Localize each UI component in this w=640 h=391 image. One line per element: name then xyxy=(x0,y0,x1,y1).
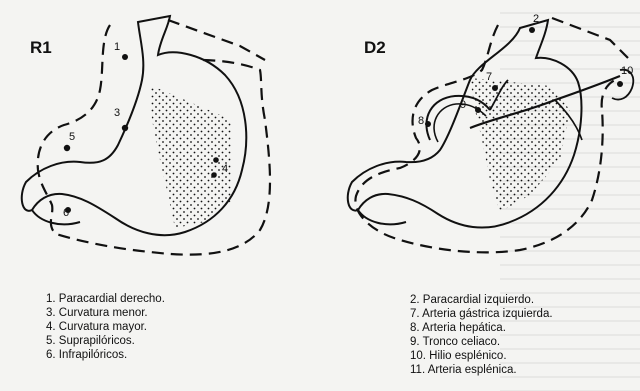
r1-legend-item: 4. Curvatura mayor. xyxy=(46,320,165,334)
d2-node-10 xyxy=(617,81,623,87)
d2-label-10: 10 xyxy=(621,65,633,77)
r1-label-5: 5 xyxy=(69,131,75,143)
d2-node-8 xyxy=(425,121,431,127)
d2-resected-area xyxy=(470,78,570,212)
r1-node-1 xyxy=(122,54,128,60)
d2-node-2 xyxy=(529,27,535,33)
r1-label-1: 1 xyxy=(114,41,120,53)
r1-label-3: 3 xyxy=(114,107,120,119)
d2-node-9 xyxy=(475,107,481,113)
r1-legend-item: 1. Paracardial derecho. xyxy=(46,292,165,306)
r1-legend-item: 5. Suprapilóricos. xyxy=(46,334,165,348)
d2-node-7 xyxy=(492,85,498,91)
r1-node-4b xyxy=(211,172,217,178)
r1-title: R1 xyxy=(30,38,52,58)
r1-legend: 1. Paracardial derecho. 3. Curvatura men… xyxy=(46,292,165,362)
d2-legend-item: 10. Hilio esplénico. xyxy=(410,349,553,363)
d2-legend: 2. Paracardial izquierdo. 7. Arteria gás… xyxy=(410,293,553,377)
r1-label-4: 4 xyxy=(222,163,228,175)
panel-r1: 1 3 5 6 4 R1 1. Paracardial derecho. 3. … xyxy=(0,0,320,391)
d2-dissection-boundary-top xyxy=(552,18,628,58)
r1-node-5 xyxy=(64,145,70,151)
d2-legend-item: 11. Arteria esplénica. xyxy=(410,363,553,377)
r1-resected-area xyxy=(150,85,232,228)
d2-legend-item: 8. Arteria hepática. xyxy=(410,321,553,335)
r1-legend-item: 6. Infrapilóricos. xyxy=(46,348,165,362)
d2-legend-item: 9. Tronco celiaco. xyxy=(410,335,553,349)
r1-duodenum xyxy=(32,210,80,224)
d2-legend-item: 7. Arteria gástrica izquierda. xyxy=(410,307,553,321)
panel-d2: 2 7 9 8 10 D2 2. Paracardial izquierdo. … xyxy=(320,0,640,391)
d2-label-7: 7 xyxy=(486,71,492,83)
d2-title: D2 xyxy=(364,38,386,58)
d2-label-8: 8 xyxy=(418,115,424,127)
r1-legend-item: 3. Curvatura menor. xyxy=(46,306,165,320)
r1-node-4a xyxy=(213,157,219,163)
d2-label-2: 2 xyxy=(533,13,539,25)
r1-label-6: 6 xyxy=(63,207,69,219)
d2-legend-item: 2. Paracardial izquierdo. xyxy=(410,293,553,307)
d2-duodenum xyxy=(358,210,406,224)
r1-node-3 xyxy=(122,125,128,131)
d2-label-9: 9 xyxy=(460,99,466,111)
